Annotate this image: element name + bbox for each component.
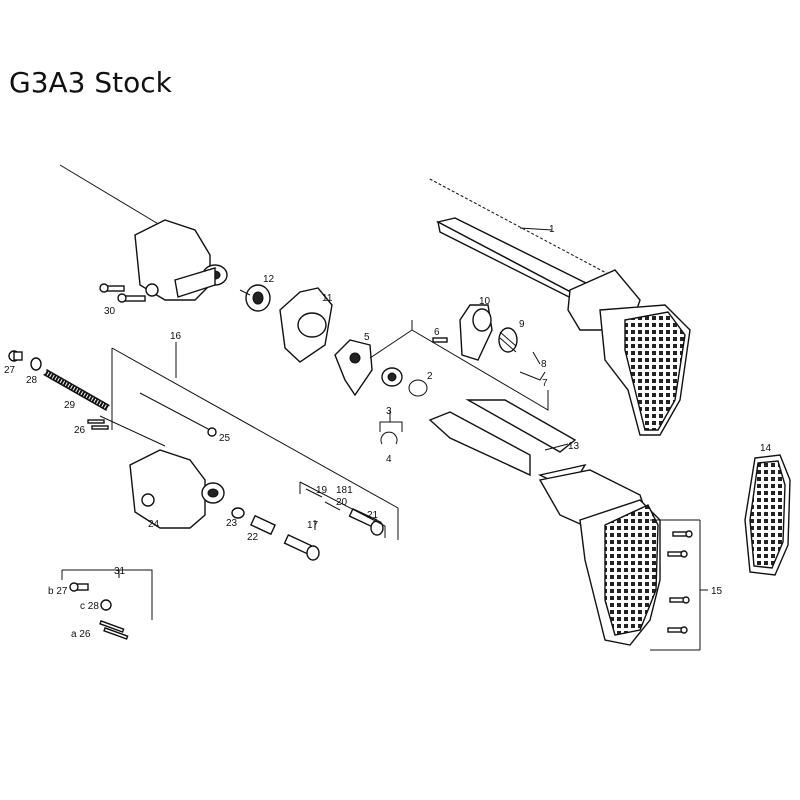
- part-29-spring: [43, 368, 110, 412]
- screws-15: [667, 530, 693, 634]
- buffer-housing-upper: [59, 164, 228, 301]
- stock-13: [428, 399, 661, 646]
- part-28: [30, 357, 42, 371]
- part-8-spring: [532, 351, 541, 365]
- label-17: 17: [307, 520, 319, 531]
- part-27: [8, 350, 23, 362]
- label-18: 181: [336, 485, 353, 496]
- buffer-housing-24: [129, 449, 225, 529]
- label-30: 30: [104, 306, 116, 317]
- part-12-nut: [239, 284, 271, 312]
- part-11-plate: [279, 287, 333, 363]
- label-15: 15: [711, 586, 723, 597]
- label-2: 2: [427, 371, 433, 382]
- part-a26: [99, 620, 129, 640]
- label-10: 10: [479, 296, 491, 307]
- diagram-title: G3A3 Stock: [9, 66, 172, 99]
- label-1: 1: [549, 224, 555, 235]
- part-4-clip: [380, 431, 398, 445]
- label-25: 25: [219, 433, 231, 444]
- part-21: [348, 507, 384, 536]
- label-14: 14: [760, 443, 772, 454]
- part-7-pin: [519, 371, 546, 381]
- part-22: [249, 514, 277, 536]
- label-b27: b 27: [48, 586, 68, 597]
- label-24: 24: [148, 519, 160, 530]
- label-7: 7: [542, 378, 548, 389]
- part-26-pins: [87, 419, 109, 430]
- label-3: 3: [386, 406, 392, 417]
- screws-30: [99, 283, 146, 303]
- part-9-spring: [498, 327, 518, 353]
- label-c28: c 28: [80, 601, 99, 612]
- label-16: 16: [170, 331, 182, 342]
- label-19: 19: [316, 485, 328, 496]
- part-17: [283, 534, 320, 561]
- label-29: 29: [64, 400, 76, 411]
- part-23: [231, 507, 245, 519]
- label-21: 21: [367, 510, 379, 521]
- part-2-ring: [408, 379, 428, 397]
- label-13: 13: [568, 441, 580, 452]
- label-31: 31: [114, 566, 126, 577]
- part-14-buttplate: [744, 454, 791, 576]
- part-10-latch: [459, 304, 493, 361]
- label-a26: a 26: [71, 629, 91, 640]
- label-26: 26: [74, 425, 86, 436]
- label-20: 20: [336, 497, 348, 508]
- label-9: 9: [519, 319, 525, 330]
- label-12: 12: [263, 274, 275, 285]
- label-28: 28: [26, 375, 38, 386]
- stock-assembly-1: [427, 177, 691, 436]
- label-23: 23: [226, 518, 238, 529]
- label-27: 27: [4, 365, 16, 376]
- label-11: 11: [322, 293, 333, 304]
- label-4: 4: [386, 454, 392, 465]
- label-22: 22: [247, 532, 259, 543]
- part-25-rod: [139, 392, 211, 431]
- label-8: 8: [541, 359, 547, 370]
- part-19: [305, 488, 323, 498]
- part-5: [334, 339, 373, 397]
- part-20: [324, 501, 341, 511]
- part-b27: [69, 582, 89, 592]
- part-3: [381, 367, 403, 387]
- part-6-pin: [432, 337, 448, 343]
- label-5: 5: [364, 332, 370, 343]
- label-6: 6: [434, 327, 440, 338]
- part-c28: [100, 599, 112, 611]
